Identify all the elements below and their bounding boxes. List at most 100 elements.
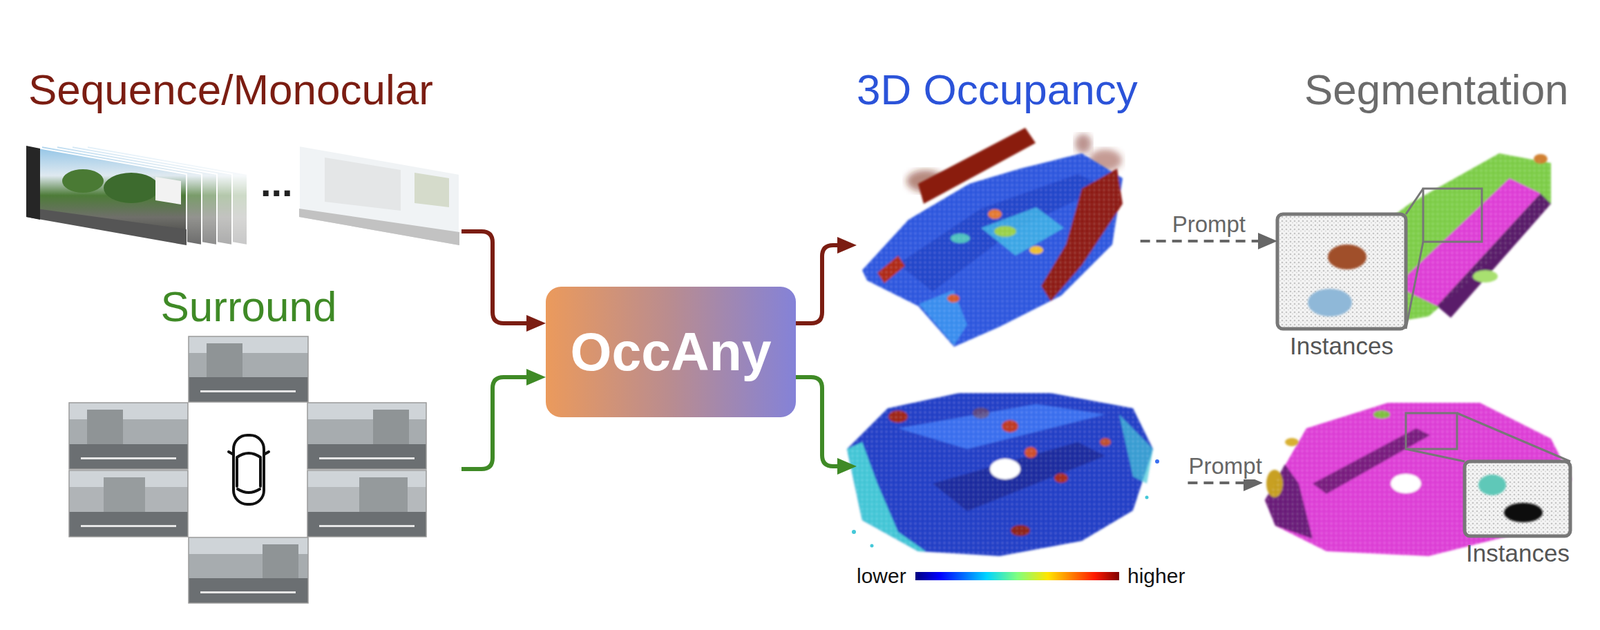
occupancy-cloud bbox=[862, 153, 1123, 347]
surround-views bbox=[373, 409, 409, 447]
connector bbox=[795, 236, 857, 324]
segmentation-cloud bbox=[1264, 402, 1572, 557]
output-panel: 3D Occupancy bbox=[856, 64, 1141, 349]
edge-label: Prompt bbox=[1170, 211, 1248, 238]
surround-views bbox=[307, 402, 427, 470]
connector-line bbox=[1140, 239, 1260, 243]
car-icon bbox=[228, 451, 234, 455]
surround-views bbox=[69, 470, 188, 537]
edge-label: Prompt bbox=[1186, 453, 1265, 480]
surround-views bbox=[319, 457, 415, 460]
sequence-frames bbox=[26, 207, 187, 246]
surround-views bbox=[69, 470, 188, 537]
segmentation-cloud bbox=[1264, 402, 1572, 557]
surround-views bbox=[188, 377, 309, 403]
surround-views bbox=[319, 525, 415, 528]
node-text: Instances bbox=[1465, 539, 1570, 568]
node-text: OccAny bbox=[569, 321, 771, 383]
occupancy-cloud bbox=[1074, 134, 1092, 154]
surround-views bbox=[87, 409, 123, 447]
surround-views bbox=[307, 444, 427, 470]
arrowhead bbox=[837, 236, 857, 254]
segmentation-cloud bbox=[1277, 153, 1551, 329]
surround-views bbox=[69, 336, 427, 604]
occupancy-cloud bbox=[846, 393, 1154, 557]
surround-views bbox=[307, 470, 427, 537]
segmentation-cloud bbox=[1478, 474, 1507, 496]
segmentation-cloud bbox=[1456, 413, 1571, 462]
surround-views bbox=[69, 402, 188, 470]
surround-views bbox=[188, 537, 309, 604]
arrowhead bbox=[837, 458, 857, 475]
model-box: OccAny bbox=[545, 286, 796, 418]
segmentation-cloud bbox=[1464, 461, 1571, 537]
surround-views bbox=[188, 336, 309, 403]
segmentation-cloud bbox=[1405, 188, 1424, 215]
segmentation-cloud bbox=[1423, 188, 1482, 242]
car-icon bbox=[236, 453, 261, 458]
node-text: Instances bbox=[1289, 332, 1394, 360]
arrowhead bbox=[526, 315, 546, 332]
segmentation-cloud bbox=[1405, 449, 1465, 462]
colorbar bbox=[915, 572, 1120, 581]
sequence-frames bbox=[155, 176, 182, 205]
surround-views bbox=[307, 470, 427, 537]
surround-views bbox=[307, 402, 427, 470]
segmentation-cloud bbox=[1264, 402, 1572, 557]
occupancy-cloud bbox=[862, 127, 1123, 347]
arrowhead bbox=[1258, 232, 1278, 250]
occupancy-cloud bbox=[1145, 496, 1149, 500]
segmentation-cloud bbox=[1277, 214, 1406, 329]
car-icon bbox=[233, 435, 264, 505]
connector-line bbox=[461, 377, 528, 470]
sequence-frames bbox=[26, 145, 41, 220]
surround-views bbox=[69, 419, 188, 446]
car-icon bbox=[235, 458, 239, 487]
surround-views bbox=[188, 336, 309, 403]
column-heading: Segmentation bbox=[1304, 64, 1569, 114]
occupancy-cloud bbox=[862, 153, 1123, 347]
car-icon bbox=[263, 451, 269, 455]
segmentation-cloud bbox=[1327, 244, 1367, 270]
car-icon bbox=[228, 435, 269, 505]
occupancy-cloud bbox=[989, 458, 1021, 480]
node-text: lower bbox=[856, 564, 907, 589]
surround-views bbox=[200, 390, 296, 393]
connector-line bbox=[795, 245, 839, 324]
connector-line bbox=[461, 231, 528, 324]
node-text: higher bbox=[1127, 564, 1185, 589]
segmentation-cloud bbox=[1284, 437, 1299, 447]
connector-line bbox=[1187, 481, 1245, 485]
output-panel: lower higher bbox=[856, 386, 1188, 590]
surround-views bbox=[80, 457, 177, 460]
input-group: Surround bbox=[69, 281, 462, 605]
surround-views bbox=[188, 578, 309, 604]
connector bbox=[795, 377, 857, 475]
surround-views bbox=[188, 537, 309, 604]
segmentation-cloud bbox=[1307, 288, 1352, 317]
surround-views bbox=[188, 353, 309, 380]
sequence-frames bbox=[299, 145, 460, 246]
connector bbox=[461, 231, 546, 332]
connector-line bbox=[795, 377, 839, 467]
surround-views bbox=[307, 511, 427, 537]
car-icon bbox=[259, 458, 262, 487]
surround-views bbox=[69, 444, 188, 470]
segmentation-cloud bbox=[1503, 502, 1543, 523]
segmentation-cloud bbox=[1405, 241, 1424, 329]
sequence-frames bbox=[62, 169, 104, 193]
occupancy-cloud bbox=[846, 393, 1160, 557]
surround-views bbox=[69, 511, 188, 537]
car-icon bbox=[237, 489, 260, 493]
occupancy-cloud bbox=[870, 544, 874, 548]
surround-views bbox=[206, 343, 243, 380]
sequence-frames bbox=[299, 145, 460, 246]
surround-views bbox=[69, 402, 188, 470]
surround-views bbox=[359, 477, 408, 514]
segmentation-cloud bbox=[1390, 473, 1422, 494]
segmentation-cloud bbox=[1405, 413, 1457, 450]
arrowhead bbox=[526, 368, 546, 386]
occupancy-cloud bbox=[1155, 459, 1160, 464]
inset-box: Instances bbox=[1277, 214, 1406, 363]
